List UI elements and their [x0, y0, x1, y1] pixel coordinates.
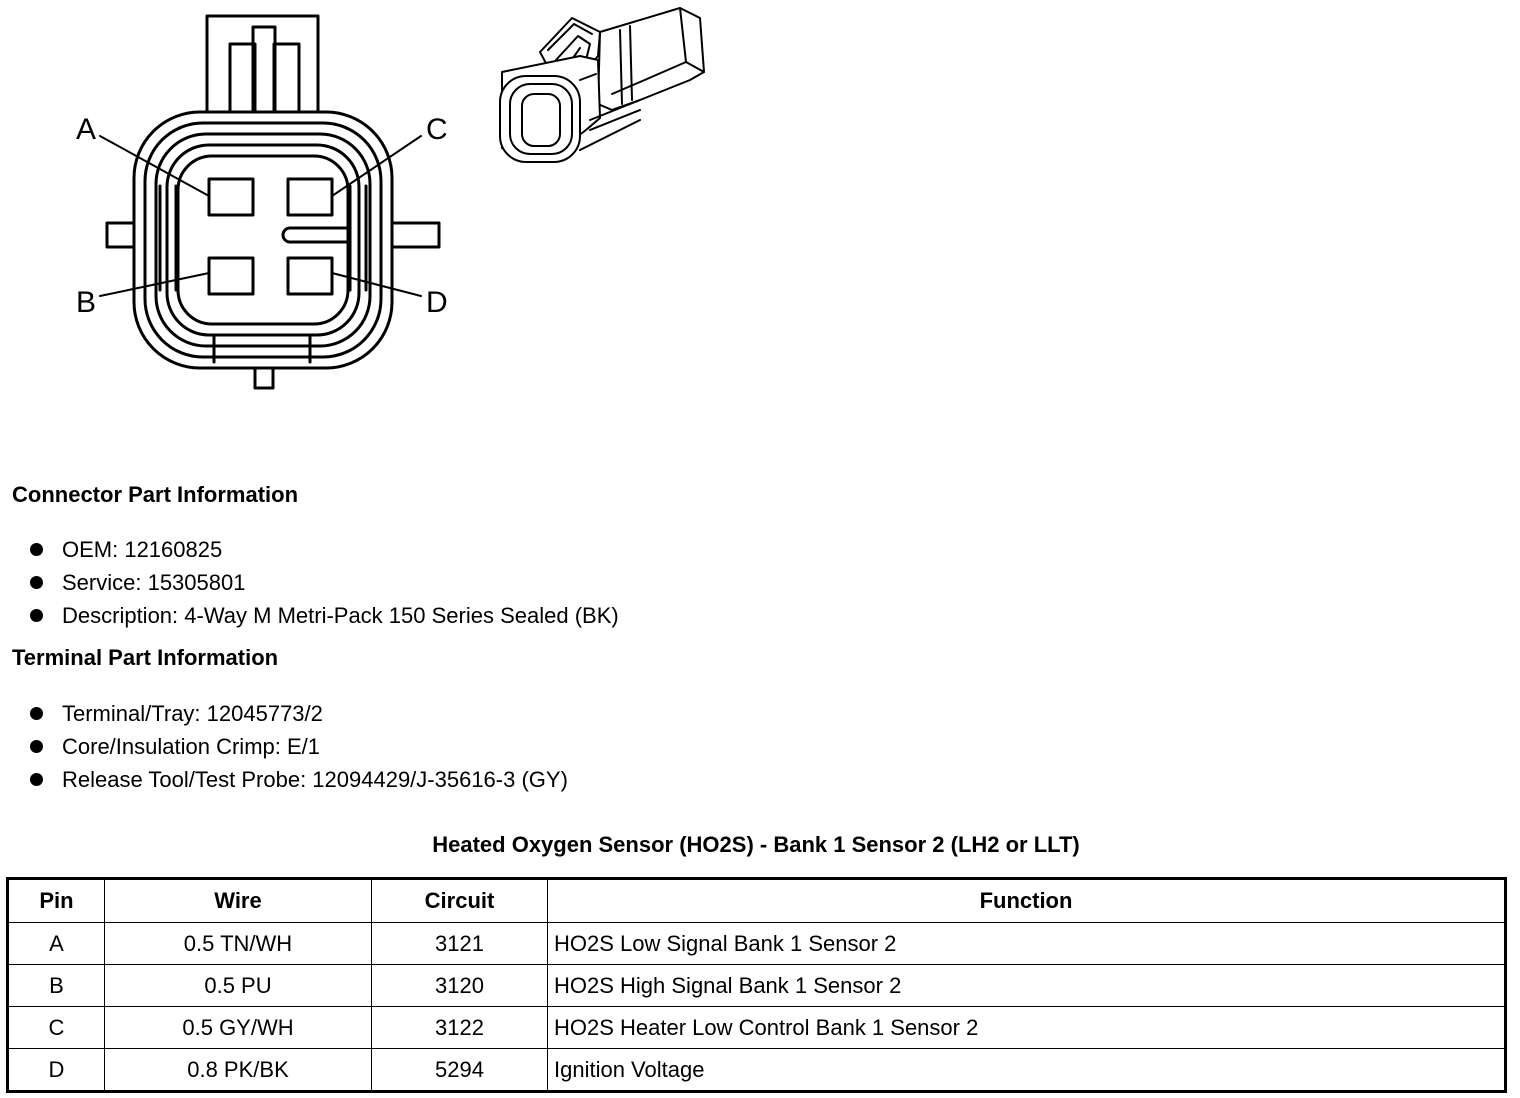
column-header-circuit: Circuit — [371, 878, 548, 923]
cell-wire: 0.5 GY/WH — [104, 1006, 372, 1049]
cell-pin: A — [7, 922, 105, 965]
column-header-pin: Pin — [7, 878, 105, 923]
cell-wire: 0.8 PK/BK — [104, 1048, 372, 1092]
connector-diagram: A B C D — [76, 7, 705, 390]
list-item: Terminal/Tray: 12045773/2 — [30, 697, 568, 730]
cell-pin: D — [7, 1048, 105, 1092]
list-item: OEM: 12160825 — [30, 533, 619, 566]
cavity-b — [207, 256, 255, 296]
cavity-c — [286, 177, 334, 217]
connector-3d-view — [499, 7, 705, 163]
terminal-part-info-list: Terminal/Tray: 12045773/2 Core/Insulatio… — [30, 697, 568, 796]
cell-function: HO2S Heater Low Control Bank 1 Sensor 2 — [547, 1006, 1506, 1049]
pin-label-b: B — [76, 286, 96, 319]
list-item: Release Tool/Test Probe: 12094429/J-3561… — [30, 763, 568, 796]
cell-circuit: 3120 — [371, 964, 548, 1007]
list-item: Description: 4-Way M Metri-Pack 150 Seri… — [30, 599, 619, 632]
cavity-d — [286, 256, 334, 296]
bullet-icon — [30, 609, 43, 622]
pin-label-d: D — [426, 286, 448, 319]
cell-circuit: 5294 — [371, 1048, 548, 1092]
cell-circuit: 3122 — [371, 1006, 548, 1049]
cell-wire: 0.5 PU — [104, 964, 372, 1007]
bullet-icon — [30, 707, 43, 720]
terminal-part-info-heading: Terminal Part Information — [12, 645, 279, 670]
cell-circuit: 3121 — [371, 922, 548, 965]
connector-part-info-list: OEM: 12160825 Service: 15305801 Descript… — [30, 533, 619, 632]
bullet-icon — [30, 740, 43, 753]
cell-pin: B — [7, 964, 105, 1007]
cell-function: HO2S High Signal Bank 1 Sensor 2 — [547, 964, 1506, 1007]
connector-part-info-heading: Connector Part Information — [12, 482, 299, 507]
column-header-function: Function — [547, 878, 1506, 923]
table-header-row: Pin Wire Circuit Function — [7, 878, 1506, 923]
table-row: D 0.8 PK/BK 5294 Ignition Voltage — [7, 1048, 1506, 1092]
column-header-wire: Wire — [104, 878, 372, 923]
pin-label-c: C — [426, 113, 448, 146]
pin-label-a: A — [76, 113, 96, 146]
cell-function: HO2S Low Signal Bank 1 Sensor 2 — [547, 922, 1506, 965]
table-row: C 0.5 GY/WH 3122 HO2S Heater Low Control… — [7, 1006, 1506, 1049]
table-row: B 0.5 PU 3120 HO2S High Signal Bank 1 Se… — [7, 964, 1506, 1007]
pin-table-title: Heated Oxygen Sensor (HO2S) - Bank 1 Sen… — [432, 832, 1080, 857]
cell-function: Ignition Voltage — [547, 1048, 1506, 1092]
cavity-a — [207, 177, 255, 217]
pin-table: Pin Wire Circuit Function A 0.5 TN/WH 31… — [6, 877, 1507, 1093]
bullet-icon — [30, 543, 43, 556]
table-row: A 0.5 TN/WH 3121 HO2S Low Signal Bank 1 … — [7, 922, 1506, 965]
list-item: Core/Insulation Crimp: E/1 — [30, 730, 568, 763]
bullet-icon — [30, 773, 43, 786]
list-item: Service: 15305801 — [30, 566, 619, 599]
cell-wire: 0.5 TN/WH — [104, 922, 372, 965]
bullet-icon — [30, 576, 43, 589]
cell-pin: C — [7, 1006, 105, 1049]
connector-face-view — [99, 14, 441, 390]
